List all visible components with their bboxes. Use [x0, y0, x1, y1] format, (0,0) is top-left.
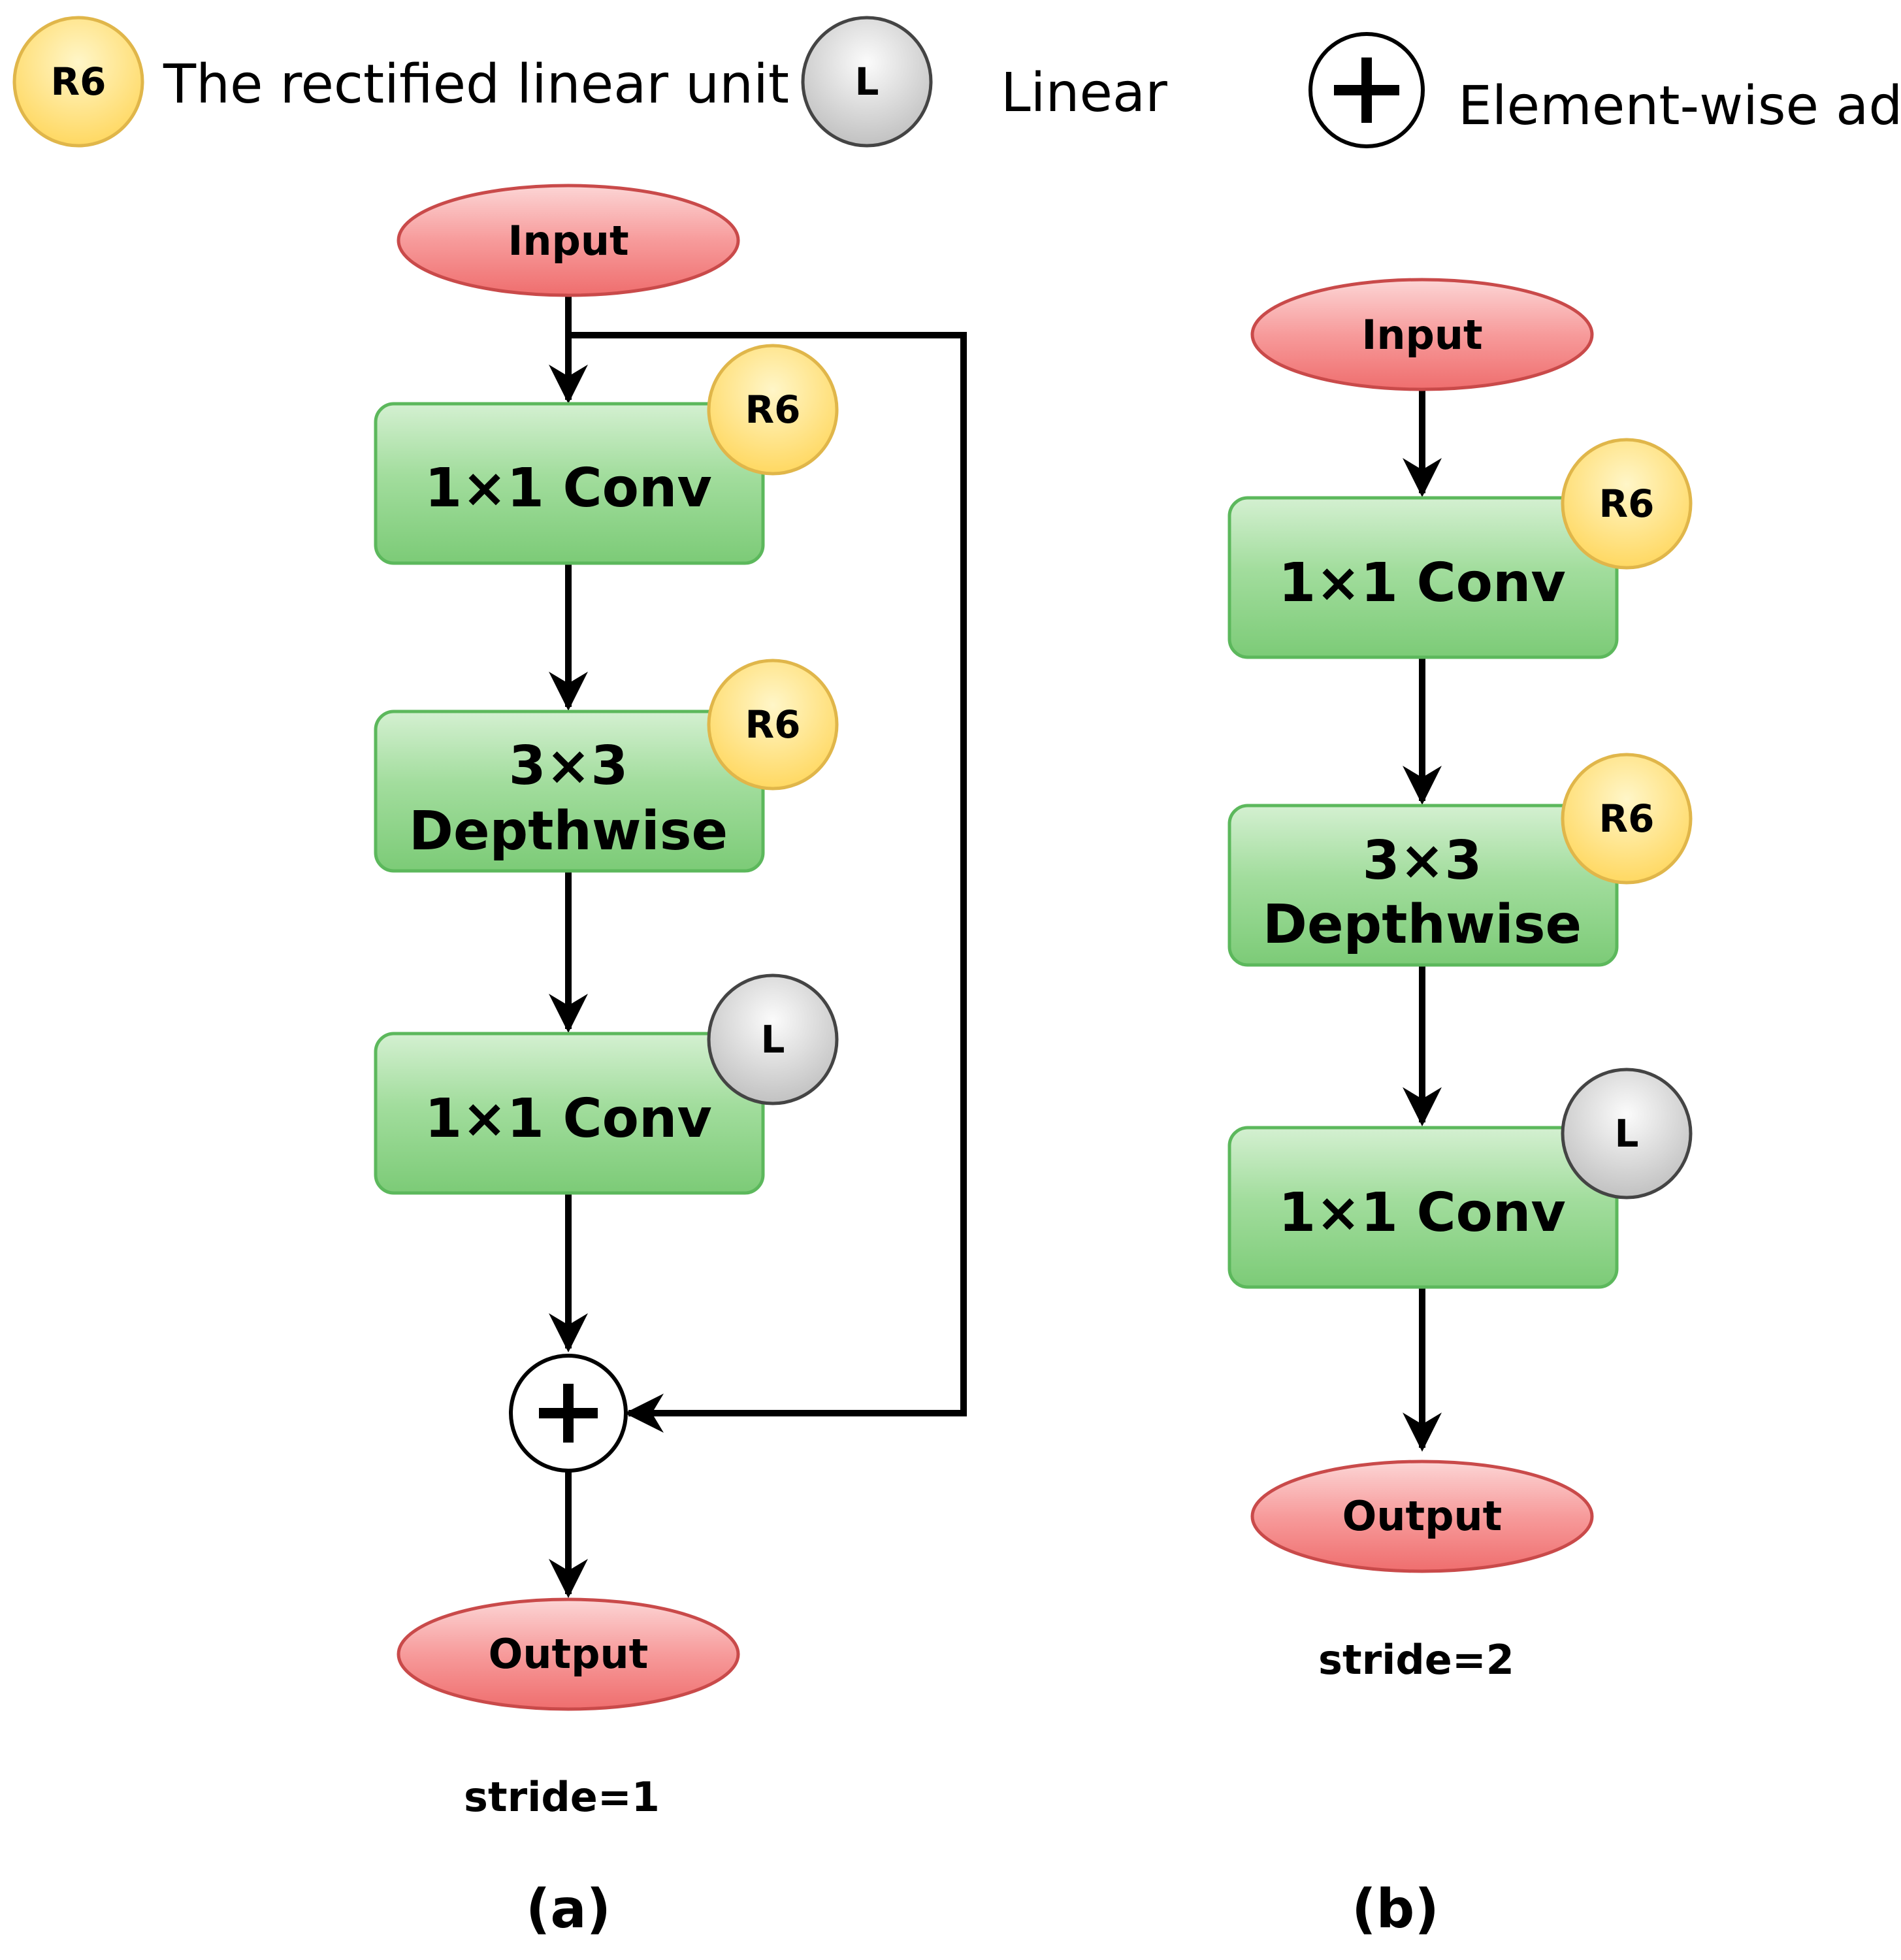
relu6-badge-text: R6 [50, 59, 106, 104]
output-node [397, 1597, 740, 1711]
relu6-badge-icon [1561, 438, 1693, 570]
depthwise-box [374, 710, 765, 873]
input-label: Input [1361, 311, 1482, 359]
stride-label: stride=2 [1318, 1636, 1514, 1684]
linear-legend-label: Linear [1001, 62, 1167, 124]
conv1-badge: R6 [1599, 482, 1654, 526]
relu6-badge-icon [707, 344, 839, 476]
conv2-label: 1×1 Conv [1278, 1182, 1566, 1244]
depthwise-label-line1: 3×3 [1363, 830, 1482, 892]
linear-badge-text: L [855, 59, 879, 104]
conv2-box [374, 1032, 765, 1195]
depthwise-badge: R6 [1599, 796, 1654, 841]
linear-badge-icon [801, 16, 933, 148]
caption-a: (a) [526, 1878, 611, 1940]
skip-connection [568, 332, 967, 1433]
output-label: Output [489, 1630, 649, 1678]
conv1-box [1227, 496, 1619, 659]
conv1-box [374, 402, 765, 565]
relu6-badge-icon [12, 16, 144, 148]
conv2-badge: L [761, 1017, 785, 1062]
legend-linear: L Linear [801, 16, 1167, 148]
conv2-badge: L [1615, 1111, 1639, 1156]
linear-badge-icon [1561, 1068, 1693, 1200]
conv1-badge: R6 [745, 387, 800, 432]
input-node [397, 184, 740, 297]
diagram-a: Input 1×1 Conv R6 3×3 Depthwise R6 1×1 C… [374, 184, 967, 1940]
conv2-label: 1×1 Conv [425, 1088, 712, 1150]
conv2-box [1227, 1126, 1619, 1289]
diagram-a-arrows [549, 295, 967, 1598]
output-label: Output [1342, 1492, 1503, 1540]
relu6-legend-label: The rectified linear unit 6 [163, 54, 840, 116]
output-node [1250, 1460, 1594, 1573]
linear-badge-icon [707, 973, 839, 1105]
stride-label: stride=1 [464, 1773, 660, 1821]
legend-relu6: R6 The rectified linear unit 6 [12, 16, 840, 148]
diagram-b: Input 1×1 Conv R6 3×3 Depthwise R6 1×1 C… [1227, 278, 1693, 1940]
depthwise-label-line2: Depthwise [409, 800, 728, 862]
depthwise-box [1227, 804, 1619, 967]
legend-add: Element-wise add [1308, 32, 1901, 148]
legend: R6 The rectified linear unit 6 L Linear … [12, 16, 1901, 148]
input-node [1250, 278, 1594, 391]
relu6-badge-icon [707, 659, 839, 791]
depthwise-label-line1: 3×3 [509, 735, 628, 797]
depthwise-badge: R6 [745, 702, 800, 747]
add-legend-label: Element-wise add [1458, 75, 1901, 137]
caption-b: (b) [1352, 1878, 1439, 1940]
input-label: Input [508, 217, 628, 265]
depthwise-label-line2: Depthwise [1263, 894, 1582, 956]
conv1-label: 1×1 Conv [425, 457, 712, 519]
relu6-badge-icon [1561, 753, 1693, 885]
conv1-label: 1×1 Conv [1278, 552, 1566, 614]
